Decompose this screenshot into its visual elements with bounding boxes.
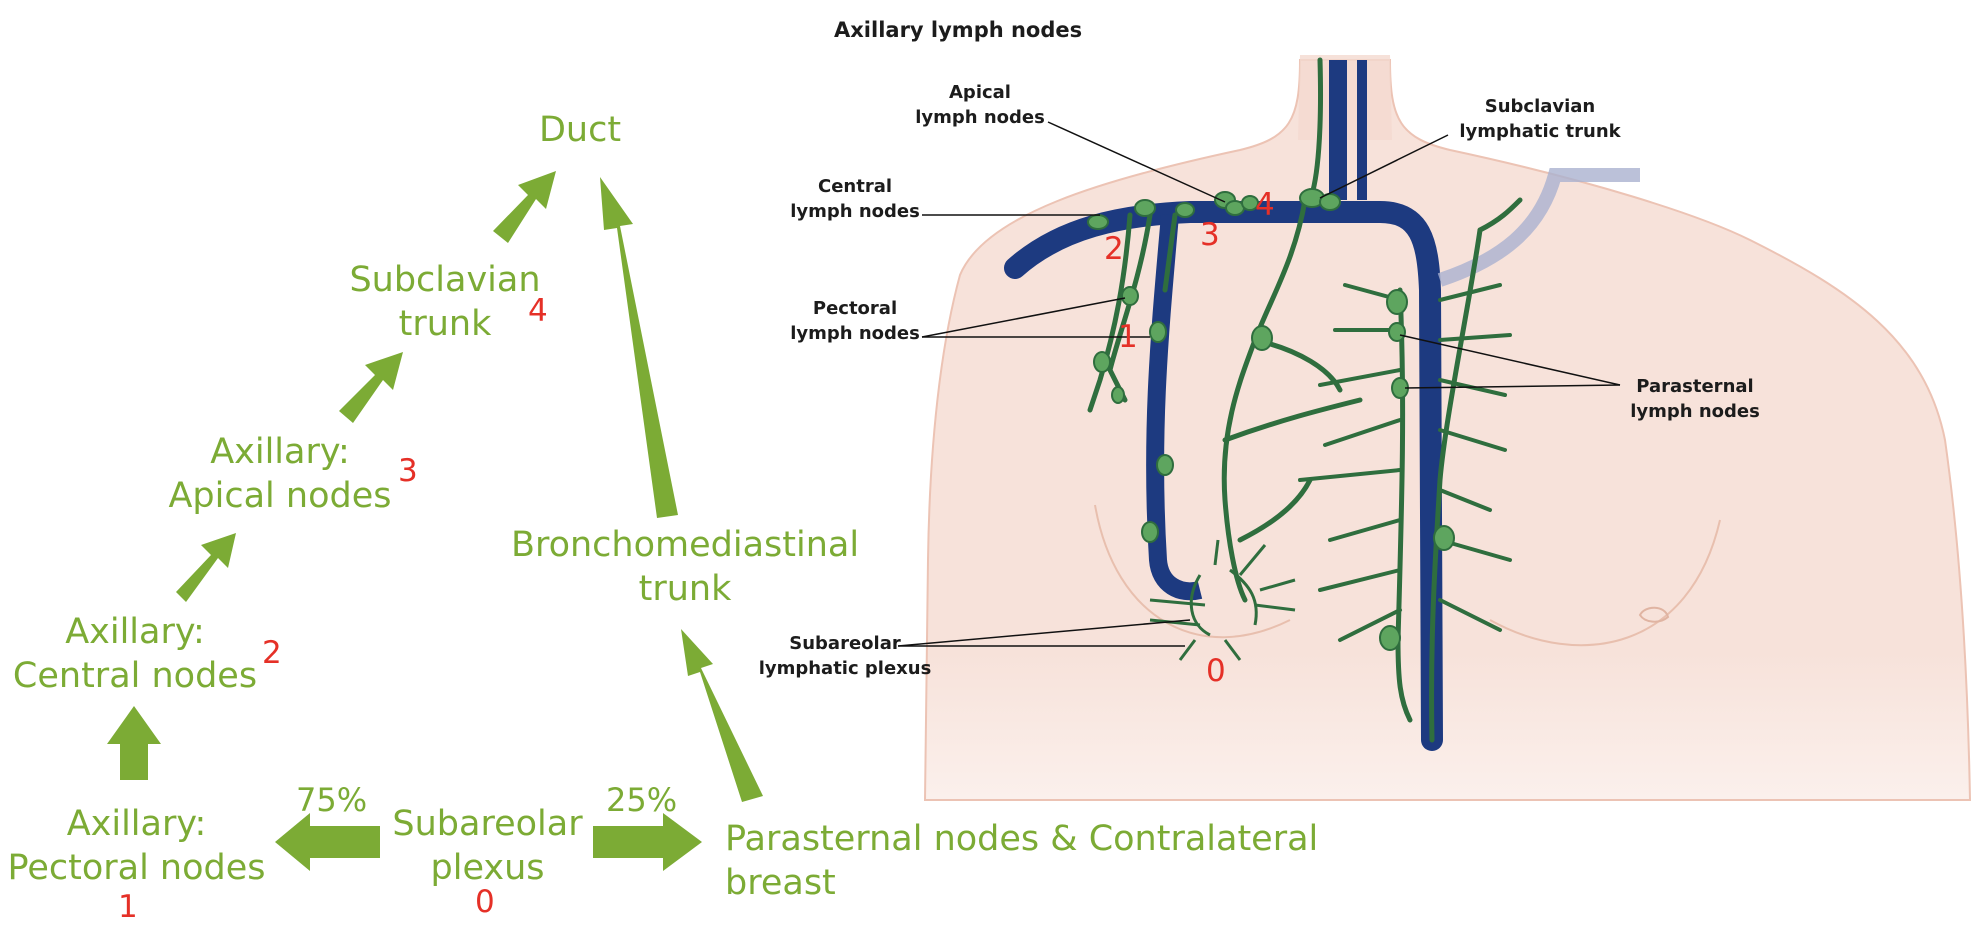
arrow-to-bronchomediastinal — [681, 629, 763, 802]
leader-lines — [897, 121, 1621, 647]
pectoral-nodes-node: Axillary: Pectoral nodes — [7, 804, 266, 888]
flow-number-4: 4 — [528, 293, 548, 329]
arrow-to-duct-from-subclavian — [493, 171, 556, 243]
anatomy-number-4: 4 — [1255, 187, 1275, 223]
central-lymph-nodes-label: Central lymph nodes — [790, 176, 920, 222]
subareolar-plexus-label: Subareolar lymphatic plexus — [758, 633, 932, 679]
chest-contour-right — [1489, 519, 1721, 647]
subclavian-trunk-label: Subclavian lymphatic trunk — [1459, 96, 1621, 142]
parasternal-contralateral-node: Parasternal nodes & Contralateral breast — [725, 819, 1319, 903]
flow-number-2: 2 — [262, 635, 282, 671]
anatomy-number-3: 3 — [1200, 217, 1220, 253]
bronchomediastinal-trunk-node: Bronchomediastinal trunk — [510, 525, 860, 609]
lymph-nodes — [1087, 188, 1455, 651]
flow-number-1: 1 — [118, 889, 138, 925]
anatomy-number-0: 0 — [1206, 653, 1226, 689]
anatomy-title: Axillary lymph nodes — [834, 18, 1083, 42]
percent-75-label: 75% — [296, 781, 368, 819]
arrow-to-subclavian — [339, 352, 403, 423]
central-nodes-node: Axillary: Central nodes — [12, 612, 258, 696]
percent-25-label: 25% — [606, 781, 678, 819]
apical-lymph-nodes-label: Apical lymph nodes — [915, 82, 1045, 128]
anatomy-number-1: 1 — [1118, 319, 1138, 355]
parasternal-lymph-nodes-label: Parasternal lymph nodes — [1630, 376, 1760, 422]
flow-number-0: 0 — [475, 884, 495, 920]
subareolar-plexus — [1149, 539, 1296, 661]
apical-nodes-node: Axillary: Apical nodes — [168, 432, 392, 516]
arrow-to-pectoral — [275, 813, 380, 871]
subclavian-trunk-node: Subclavian trunk — [349, 260, 541, 344]
flow-number-3: 3 — [398, 453, 418, 489]
duct-node: Duct — [538, 110, 622, 150]
subareolar-plexus-node: Subareolar plexus — [392, 804, 583, 888]
arrow-to-parasternal — [593, 813, 702, 871]
arrow-to-duct-from-bronchomediastinal — [600, 177, 678, 518]
arrow-to-apical — [176, 533, 236, 602]
anatomy-number-2: 2 — [1104, 231, 1124, 267]
arrow-to-central — [107, 706, 161, 780]
nipple-right — [1638, 606, 1670, 623]
pectoral-lymph-nodes-label: Pectoral lymph nodes — [790, 298, 920, 344]
contralateral-vein — [1437, 168, 1640, 287]
